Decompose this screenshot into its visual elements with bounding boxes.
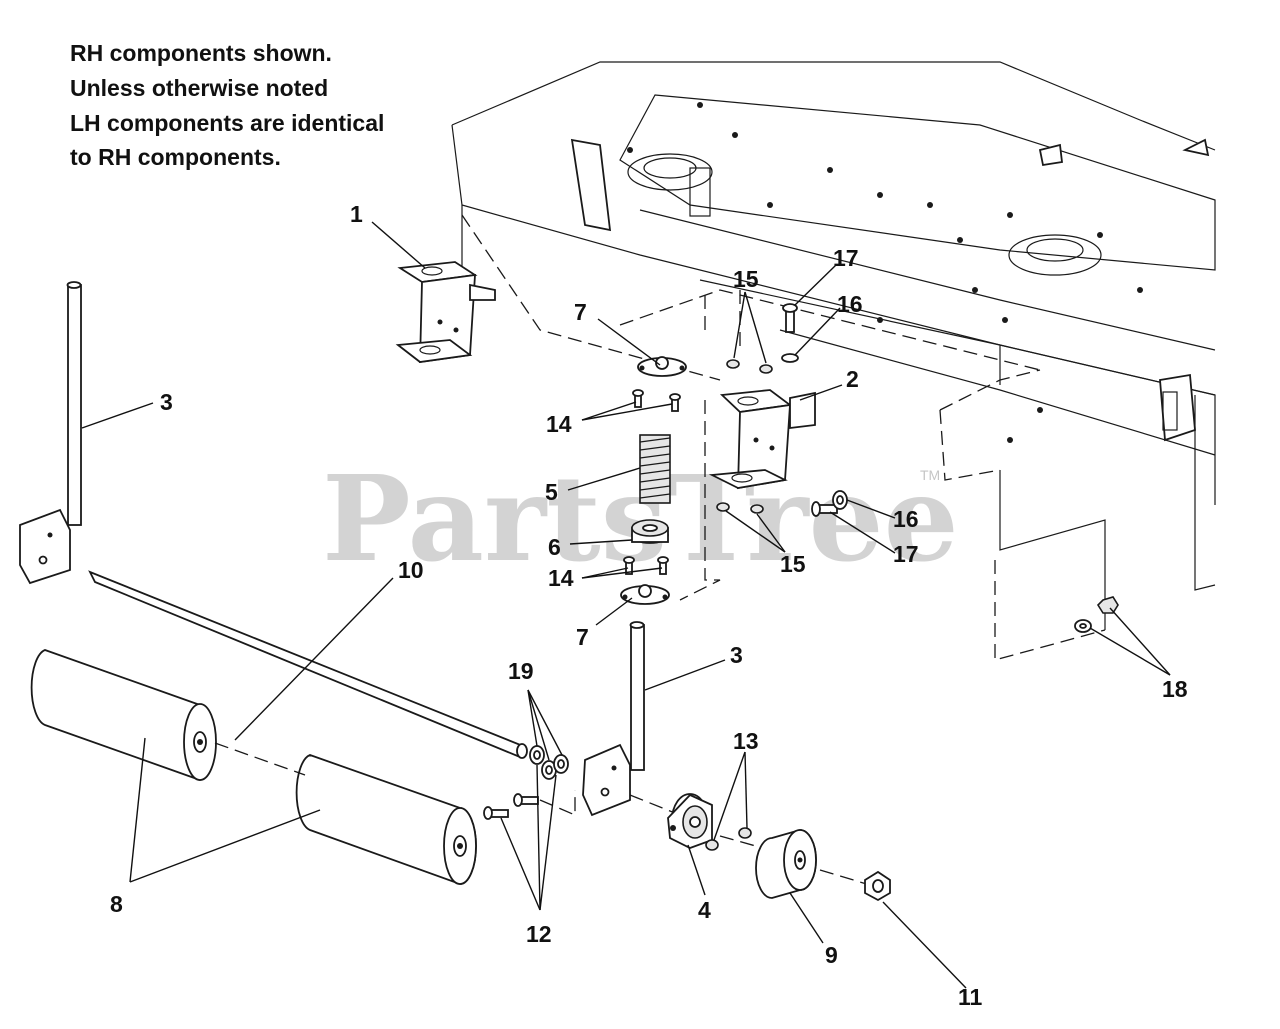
callout-labels: 1 2 3 3 4 5 6 7 7 8 9 10 11 12 13 14 14 … [110,201,1188,1010]
note-line: to RH components. [70,144,281,170]
note-line: LH components are identical [70,110,384,136]
callout-14: 14 [546,411,572,437]
callout-11: 11 [958,984,983,1010]
part-13-nuts [705,827,752,851]
part-3-arm-rh [582,621,645,817]
part-8-roller-rh [295,754,477,885]
callout-1: 1 [350,201,363,227]
part-14-upper-screws [632,389,681,412]
callout-14: 14 [548,565,574,591]
callout-3: 3 [730,642,743,668]
callout-2: 2 [846,366,859,392]
leader-lines [81,221,1171,989]
callout-8: 8 [110,891,123,917]
callout-3: 3 [160,389,173,415]
part-16-washer-upper [781,353,799,363]
part-18-nuts [1074,596,1119,633]
callout-7: 7 [576,624,589,650]
part-8-roller-lh [30,649,217,781]
note-line: Unless otherwise noted [70,75,328,101]
mower-deck [451,61,1216,661]
part-12-bolts [483,793,539,820]
part-10-shaft [88,570,528,759]
part-11-nut [864,870,891,902]
assembly-note: RH components shown. Unless otherwise no… [70,40,384,170]
callout-19: 19 [508,658,534,684]
note-line: RH components shown. [70,40,332,66]
callout-5: 5 [545,479,558,505]
part-17-bolt-upper [782,303,798,333]
callout-15: 15 [733,266,759,292]
part-15-nuts-upper [726,359,773,374]
callout-13: 13 [733,728,759,754]
callout-17: 17 [893,541,919,567]
callout-18: 18 [1162,676,1188,702]
part-2-bracket-rh [708,389,816,490]
callout-6: 6 [548,534,561,560]
part-1-bracket-lh [395,261,496,364]
part-3-arm-lh [19,281,82,585]
callout-16: 16 [893,506,919,532]
part-9-wheel [719,829,871,899]
part-4-bearing-mount [629,793,713,849]
part-17-bolt-lower [811,501,838,517]
callout-7: 7 [574,299,587,325]
part-7-lower-flange [620,584,670,605]
part-16-washer-lower [832,490,848,510]
part-15-nuts-lower [716,502,764,514]
part-7-upper-flange [637,356,687,377]
callout-9: 9 [825,942,838,968]
callout-17: 17 [833,245,859,271]
callout-4: 4 [698,897,711,923]
callout-16: 16 [837,291,863,317]
callout-12: 12 [526,921,552,947]
part-14-lower-screws [623,556,669,575]
watermark-trademark: TM [920,467,940,483]
callout-15: 15 [780,551,806,577]
part-19-washers [529,745,569,780]
part-5-spring [639,434,671,504]
callout-10: 10 [398,557,424,583]
part-6-spacer [631,519,669,544]
